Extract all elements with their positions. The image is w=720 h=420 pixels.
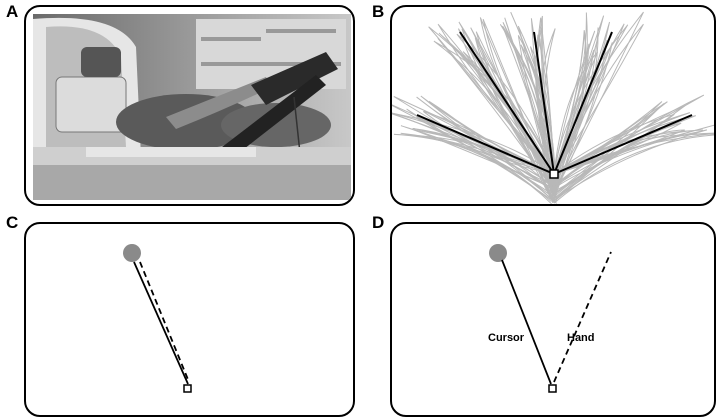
mean-trajectory-line — [553, 114, 693, 175]
trajectory-trace — [552, 105, 686, 193]
cursor-path — [133, 261, 189, 385]
panel-label-b: B — [372, 2, 385, 21]
panel-label-a: A — [6, 2, 19, 21]
start-square — [549, 169, 559, 179]
panel-label-c: C — [6, 213, 19, 232]
trajectory-trace — [475, 31, 555, 204]
trajectory-trace — [551, 113, 675, 201]
trajectory-trace — [520, 44, 555, 199]
panel-c-frame — [24, 222, 355, 417]
trajectory-trace — [400, 125, 556, 198]
trajectory-trace — [553, 94, 705, 203]
target-circle — [123, 244, 141, 262]
hand-path — [139, 261, 190, 383]
trajectory-trace — [420, 95, 556, 200]
mean-trajectory-line — [553, 31, 613, 175]
trajectory-trace — [553, 129, 708, 199]
aligned-diagram — [123, 244, 192, 393]
mean-trajectory-line — [416, 114, 555, 175]
trajectory-trace — [504, 17, 555, 193]
target-circle — [489, 244, 507, 262]
panel-b-frame — [390, 5, 716, 206]
trajectory-trace — [393, 96, 557, 188]
trajectory-plot — [392, 11, 714, 204]
trajectory-trace — [552, 23, 625, 203]
trajectory-trace — [461, 28, 557, 198]
cursor-path — [501, 259, 552, 385]
start-square — [183, 384, 192, 393]
panel-d-frame: Cursor Hand — [390, 222, 716, 417]
panel-label-d: D — [372, 213, 385, 232]
trajectory-trace — [458, 21, 555, 200]
rotated-diagram: Cursor Hand — [488, 244, 612, 393]
mean-trajectory-line — [459, 31, 555, 175]
hand-path — [553, 251, 612, 383]
scanner-photo — [33, 14, 351, 200]
trajectory-trace — [433, 40, 555, 189]
trajectory-trace — [400, 132, 555, 204]
mean-trajectory-line — [533, 31, 555, 175]
panel-a-frame — [24, 5, 355, 206]
start-square — [548, 384, 557, 393]
trajectory-trace — [437, 37, 556, 193]
hand-label: Hand — [567, 332, 595, 344]
cursor-label: Cursor — [488, 332, 525, 344]
trajectory-trace — [553, 11, 644, 189]
